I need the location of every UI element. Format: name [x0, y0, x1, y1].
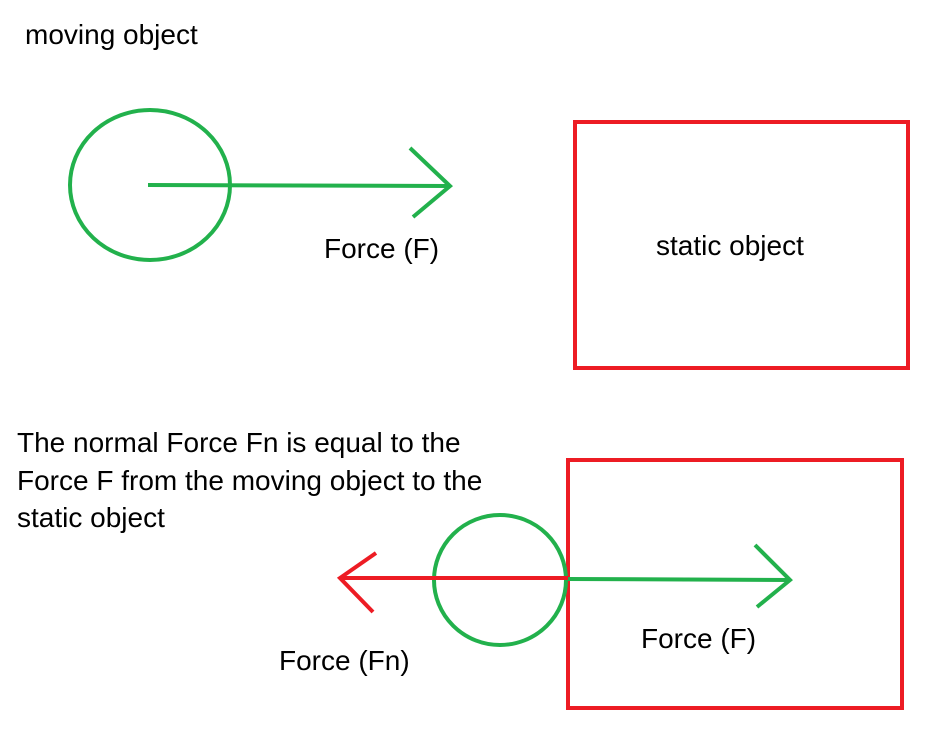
description-line-3: static object — [17, 502, 165, 533]
moving-object-label: moving object — [25, 19, 198, 50]
force-label-top: Force (F) — [324, 233, 439, 264]
description-line-2: Force F from the moving object to the — [17, 465, 482, 496]
force-arrow-bottom — [567, 543, 793, 609]
static-object-rect-bottom — [566, 458, 904, 710]
normal-force-label: Force (Fn) — [279, 645, 410, 676]
force-arrow-top — [147, 146, 454, 219]
normal-force-arrow — [336, 551, 568, 614]
static-object-rect — [573, 120, 910, 370]
force-label-bottom: Force (F) — [641, 623, 756, 654]
static-object-label: static object — [656, 230, 804, 261]
description-line-1: The normal Force Fn is equal to the — [17, 427, 461, 458]
